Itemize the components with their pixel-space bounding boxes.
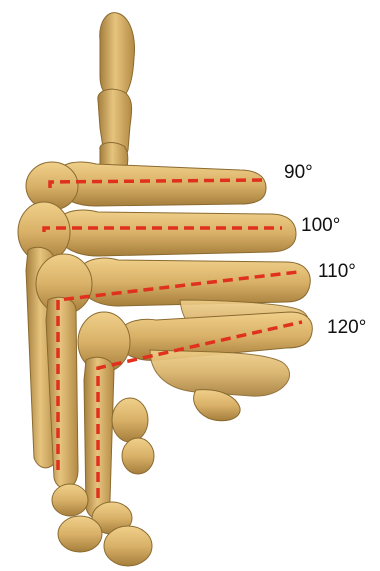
thumb-distal-phalanx bbox=[100, 13, 135, 100]
carpal-bone bbox=[58, 516, 102, 552]
little-distal-curl bbox=[150, 350, 290, 396]
carpal-bone bbox=[122, 438, 154, 474]
carpal-bone bbox=[52, 484, 88, 516]
ring-proximal-phalanx bbox=[80, 258, 310, 306]
middle-proximal-phalanx bbox=[60, 210, 296, 256]
angle-label-110: 110° bbox=[318, 262, 356, 281]
index-proximal-phalanx bbox=[60, 162, 266, 206]
carpal-bone bbox=[112, 398, 148, 442]
index-knuckle bbox=[26, 162, 78, 210]
index-finger-bones bbox=[26, 162, 266, 210]
angle-label-120: 120° bbox=[327, 318, 366, 337]
angle-label-100: 100° bbox=[301, 216, 340, 235]
angle-label-90: 90° bbox=[284, 163, 313, 182]
carpal-bone bbox=[104, 526, 152, 566]
